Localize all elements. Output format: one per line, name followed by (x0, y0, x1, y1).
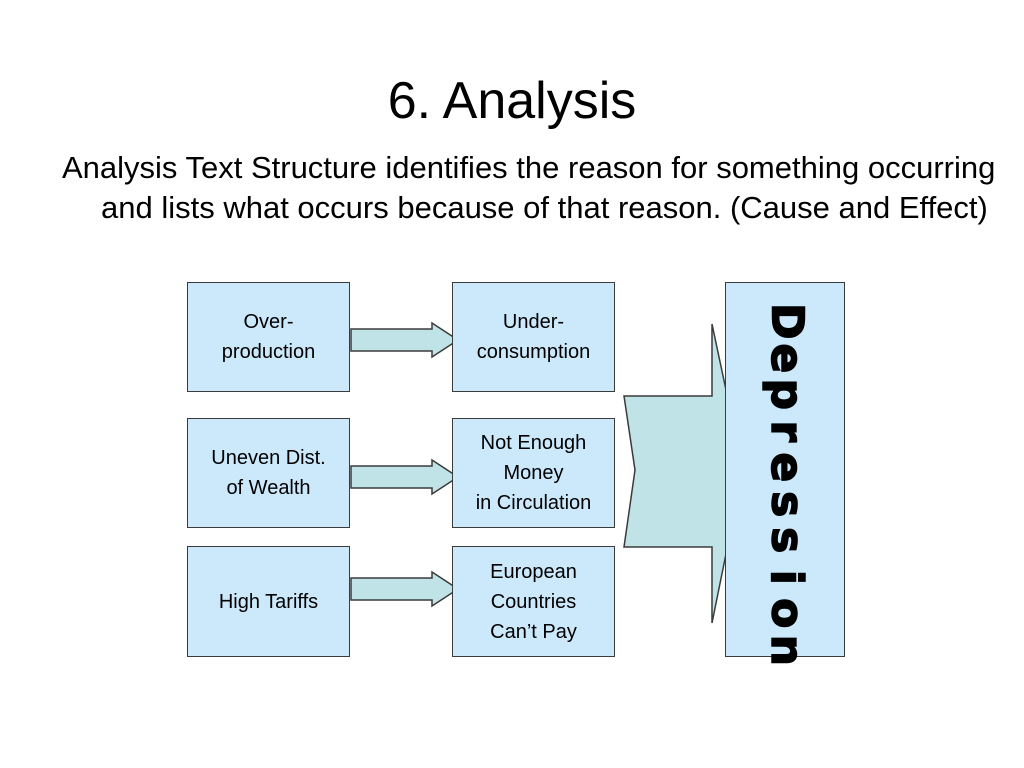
result-letter: i (761, 568, 814, 585)
cause-box-uneven-distribution: Uneven Dist. of Wealth (187, 418, 350, 528)
arrow-row-3 (350, 570, 460, 608)
arrow-row-1 (350, 321, 460, 359)
cause-box-high-tariffs: High Tariffs (187, 546, 350, 657)
result-letter: n (760, 633, 813, 666)
cause-label: Uneven Dist. of Wealth (211, 447, 326, 499)
result-letter: p (761, 378, 814, 411)
effect-box-not-enough-money: Not Enough Money in Circulation (452, 418, 615, 528)
result-letter: e (761, 342, 814, 373)
effect-box-underconsumption: Under- consumption (452, 282, 615, 392)
result-letter: s (760, 526, 813, 554)
cause-label: Over- production (221, 311, 316, 363)
effect-label: Not Enough Money in Circulation (475, 432, 592, 514)
cause-label: High Tariffs (218, 590, 319, 613)
combine-chevron-arrow (623, 323, 744, 624)
result-letter: r (760, 419, 813, 442)
result-letter: e (761, 452, 814, 483)
result-letter: D (761, 302, 814, 340)
result-letter: o (760, 597, 813, 629)
effect-box-countries-cant-pay: European Countries Can’t Pay (452, 546, 615, 657)
slide-body-text: Analysis Text Structure identifies the r… (62, 150, 996, 225)
slide-title: 6. Analysis (387, 72, 637, 130)
cause-box-overproduction: Over- production (187, 282, 350, 392)
result-letter: s (760, 490, 813, 518)
arrow-row-2 (350, 458, 460, 496)
effect-label: European Countries Can’t Pay (490, 560, 577, 643)
effect-label: Under- consumption (476, 311, 591, 363)
